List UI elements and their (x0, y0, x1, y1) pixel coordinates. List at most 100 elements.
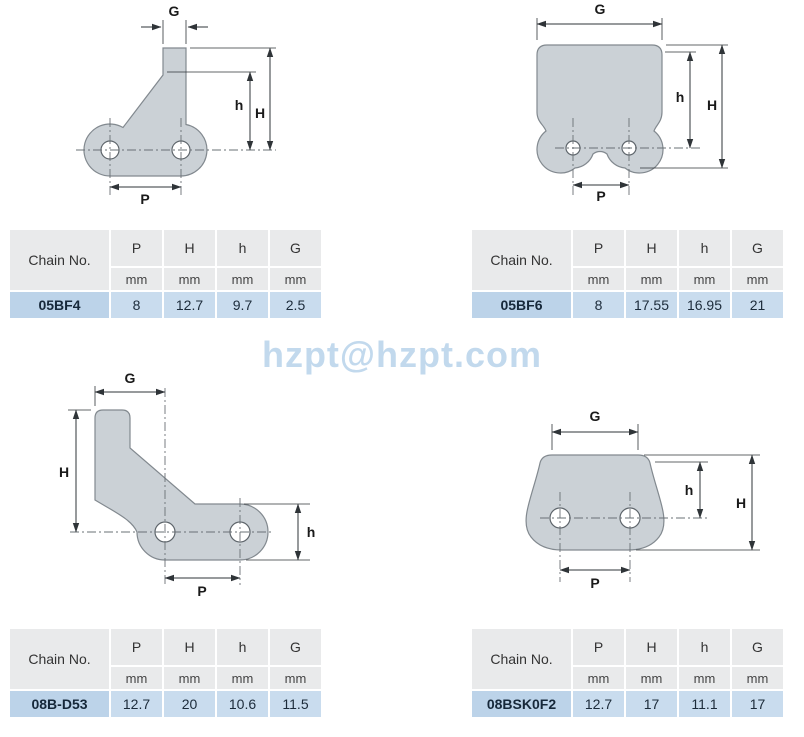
unit-label: mm (162, 266, 217, 292)
table-row: 05BF6 8 17.55 16.95 21 (470, 290, 785, 320)
diagram-05bf4: G h H P (76, 3, 276, 207)
diagram-08bsk0f2: G h H P (525, 408, 760, 591)
chain-no-value: 08BSK0F2 (470, 689, 573, 719)
value-H: 20 (162, 689, 217, 719)
col-header-h: h (677, 627, 732, 667)
col-header-p: P (571, 228, 626, 268)
unit-label: mm (571, 665, 626, 691)
dim-label-p: P (590, 575, 599, 591)
dim-label-g: G (169, 3, 180, 19)
chain-no-header: Chain No. (470, 228, 573, 292)
col-header-h: h (215, 627, 270, 667)
diagram-08b-d53: G H h P (59, 370, 316, 599)
dimension-lines (536, 18, 728, 189)
dim-label-H: H (59, 464, 69, 480)
col-header-p: P (571, 627, 626, 667)
spec-table-08b-d53: Chain No. P H h G mm mm mm mm 08B-D53 12… (8, 627, 323, 719)
center-lines (70, 388, 272, 585)
table-row: 08B-D53 12.7 20 10.6 11.5 (8, 689, 323, 719)
dim-label-p: P (596, 188, 605, 204)
value-h: 9.7 (215, 290, 270, 320)
chain-no-header: Chain No. (8, 627, 111, 691)
table-row: 08BSK0F2 12.7 17 11.1 17 (470, 689, 785, 719)
plate-shape (525, 454, 665, 551)
unit-label: mm (730, 266, 785, 292)
unit-label: mm (677, 665, 732, 691)
col-header-H: H (624, 627, 679, 667)
value-p: 8 (109, 290, 164, 320)
col-header-H: H (162, 627, 217, 667)
spec-table-05bf4: Chain No. P H h G mm mm mm mm 05BF4 8 12… (8, 228, 323, 320)
unit-label: mm (268, 665, 323, 691)
col-header-p: P (109, 228, 164, 268)
unit-label: mm (571, 266, 626, 292)
unit-label: mm (215, 665, 270, 691)
value-H: 17.55 (624, 290, 679, 320)
value-p: 8 (571, 290, 626, 320)
units-row: mm mm mm mm (9, 665, 323, 691)
dim-label-g: G (125, 370, 136, 386)
dim-label-p: P (197, 583, 206, 599)
units-row: mm mm mm mm (471, 665, 785, 691)
unit-label: mm (109, 266, 164, 292)
unit-label: mm (215, 266, 270, 292)
plate-shape (536, 44, 664, 174)
dim-label-H: H (255, 105, 265, 121)
col-header-g: G (730, 228, 785, 268)
col-header-H: H (624, 228, 679, 268)
chain-no-header: Chain No. (8, 228, 111, 292)
value-h: 10.6 (215, 689, 270, 719)
chain-no-value: 08B-D53 (8, 689, 111, 719)
dim-label-p: P (140, 191, 149, 207)
value-g: 2.5 (268, 290, 323, 320)
dim-label-H: H (707, 97, 717, 113)
plate-shape (83, 47, 208, 177)
header-row: Chain No. P H h G (8, 228, 323, 292)
dim-label-h: h (307, 524, 316, 540)
dimension-lines (109, 20, 276, 191)
value-h: 11.1 (677, 689, 732, 719)
spec-table-05bf6: Chain No. P H h G mm mm mm mm 05BF6 8 17… (470, 228, 785, 320)
col-header-g: G (730, 627, 785, 667)
dimension-lines (68, 386, 310, 582)
unit-label: mm (624, 665, 679, 691)
units-row: mm mm mm mm (471, 266, 785, 292)
value-H: 17 (624, 689, 679, 719)
dim-label-h: h (685, 482, 694, 498)
dim-label-h: h (676, 89, 685, 105)
col-header-h: h (677, 228, 732, 268)
plate-shape (94, 409, 269, 561)
value-h: 16.95 (677, 290, 732, 320)
dimension-lines (551, 424, 760, 574)
unit-label: mm (624, 266, 679, 292)
chain-no-header: Chain No. (470, 627, 573, 691)
center-lines (76, 118, 276, 196)
diagram-05bf6: G h H P (536, 1, 728, 204)
value-p: 12.7 (109, 689, 164, 719)
value-g: 21 (730, 290, 785, 320)
chain-no-value: 05BF4 (8, 290, 111, 320)
units-row: mm mm mm mm (9, 266, 323, 292)
col-header-H: H (162, 228, 217, 268)
value-g: 17 (730, 689, 785, 719)
col-header-g: G (268, 228, 323, 268)
col-header-h: h (215, 228, 270, 268)
dim-label-h: h (235, 97, 244, 113)
chain-no-value: 05BF6 (470, 290, 573, 320)
header-row: Chain No. P H h G (470, 627, 785, 691)
unit-label: mm (730, 665, 785, 691)
col-header-p: P (109, 627, 164, 667)
unit-label: mm (268, 266, 323, 292)
unit-label: mm (677, 266, 732, 292)
dim-label-H: H (736, 495, 746, 511)
unit-label: mm (162, 665, 217, 691)
spec-table-08bsk0f2: Chain No. P H h G mm mm mm mm 08BSK0F2 1… (470, 627, 785, 719)
col-header-g: G (268, 627, 323, 667)
unit-label: mm (109, 665, 164, 691)
dim-label-g: G (590, 408, 601, 424)
dim-label-g: G (595, 1, 606, 17)
value-g: 11.5 (268, 689, 323, 719)
value-p: 12.7 (571, 689, 626, 719)
table-row: 05BF4 8 12.7 9.7 2.5 (8, 290, 323, 320)
